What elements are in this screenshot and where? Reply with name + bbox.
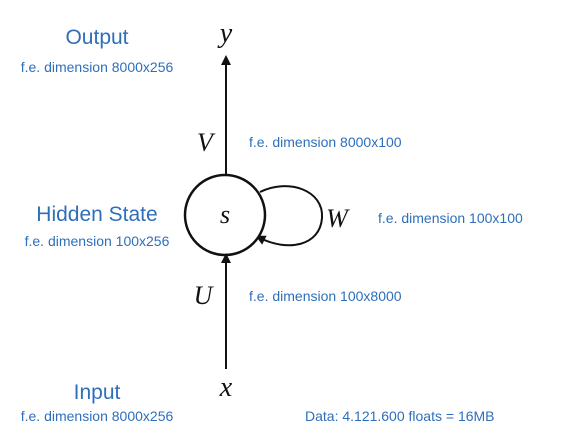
hidden-dimension: f.e. dimension 100x256 [25, 233, 170, 249]
v-symbol: V [197, 128, 216, 157]
w-symbol: W [326, 204, 350, 233]
output-dimension: f.e. dimension 8000x256 [21, 59, 174, 75]
w-loop-arrow [255, 185, 324, 247]
u-dimension: f.e. dimension 100x8000 [249, 288, 402, 304]
output-title: Output [65, 26, 128, 49]
output-symbol: y [217, 18, 233, 49]
v-dimension: f.e. dimension 8000x100 [249, 134, 402, 150]
hidden-title: Hidden State [36, 203, 157, 226]
input-dimension: f.e. dimension 8000x256 [21, 408, 174, 424]
w-dimension: f.e. dimension 100x100 [378, 210, 523, 226]
hidden-symbol: s [220, 200, 230, 229]
data-summary: Data: 4.121.600 floats = 16MB [305, 408, 495, 424]
input-title: Input [74, 381, 121, 404]
input-symbol: x [219, 372, 233, 403]
u-symbol: U [194, 281, 215, 310]
